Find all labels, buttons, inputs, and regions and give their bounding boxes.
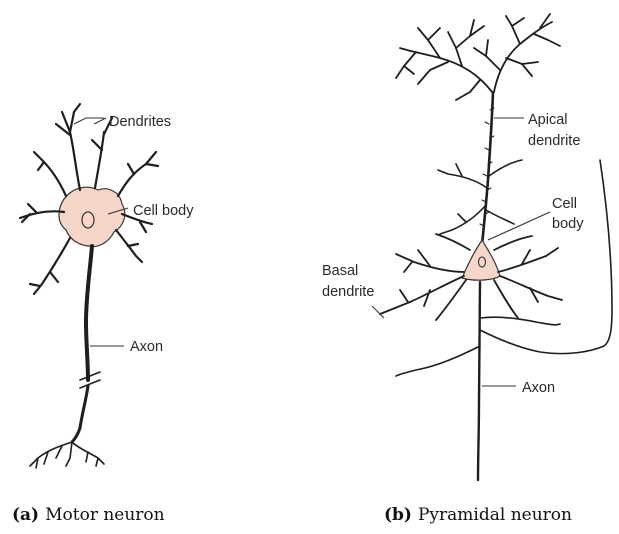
label-apical-1: Apical bbox=[528, 112, 568, 128]
label-cell-b-2: body bbox=[552, 216, 584, 232]
label-axon-b: Axon bbox=[522, 380, 555, 396]
caption-a-text: Motor neuron bbox=[45, 505, 165, 525]
motor-neuron-drawing bbox=[20, 104, 158, 468]
caption-b-text: Pyramidal neuron bbox=[418, 505, 572, 525]
pyramidal-cell-body bbox=[462, 240, 500, 280]
axon-collaterals bbox=[396, 160, 612, 376]
oblique-branches bbox=[438, 160, 522, 234]
caption-a: (a) Motor neuron bbox=[12, 505, 165, 525]
motor-neuron-axon-terminals bbox=[30, 442, 104, 468]
label-cell-b-1: Cell bbox=[552, 196, 577, 212]
caption-a-tag: (a) bbox=[12, 505, 39, 525]
pyramidal-axon bbox=[478, 282, 480, 480]
motor-neuron-cell-body bbox=[59, 187, 125, 246]
caption-b-tag: (b) bbox=[384, 505, 412, 525]
label-apical-2: dendrite bbox=[528, 133, 580, 149]
apical-tuft bbox=[396, 14, 560, 100]
label-cell-body-a: Cell body bbox=[133, 203, 194, 219]
label-basal-2: dendrite bbox=[322, 284, 374, 300]
label-axon-a: Axon bbox=[130, 339, 163, 355]
caption-b: (b) Pyramidal neuron bbox=[384, 505, 572, 525]
label-dendrites: Dendrites bbox=[109, 114, 171, 130]
apical-dendrite bbox=[482, 92, 493, 245]
label-basal-1: Basal bbox=[322, 263, 358, 279]
pyramidal-neuron-drawing bbox=[372, 14, 612, 480]
